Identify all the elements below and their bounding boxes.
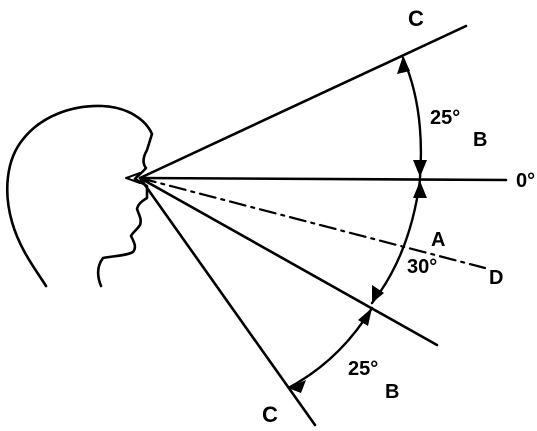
eye-marker: [125, 172, 141, 184]
arrowhead-lower-bottom: [288, 380, 306, 393]
lower-boundary-line: [138, 176, 439, 347]
arrowhead-upper-top: [397, 56, 410, 74]
head-profile: [5, 104, 154, 288]
label-angle-top: 25°: [430, 107, 460, 129]
bottom-boundary-line: [138, 176, 317, 427]
arrowhead-middle-bottom: [372, 285, 384, 303]
label-zero-degree: 0°: [516, 170, 535, 192]
line-of-sight-dashdot: [138, 176, 487, 270]
label-b-top: B: [473, 129, 487, 151]
middle-angle-arc: [370, 178, 422, 305]
upper-boundary-line: [138, 24, 468, 180]
label-c-bottom: C: [262, 402, 278, 427]
label-a: A: [431, 229, 445, 251]
label-c-top: C: [408, 6, 424, 31]
label-d: D: [489, 267, 503, 289]
arrowhead-middle-top: [413, 181, 427, 198]
label-angle-mid: 30°: [407, 256, 437, 278]
arrowhead-upper-bottom: [413, 160, 427, 177]
arrowhead-lower-top: [358, 308, 372, 326]
zero-degree-line: [138, 176, 508, 182]
label-b-bottom: B: [385, 381, 399, 403]
label-angle-bottom: 25°: [348, 358, 378, 380]
